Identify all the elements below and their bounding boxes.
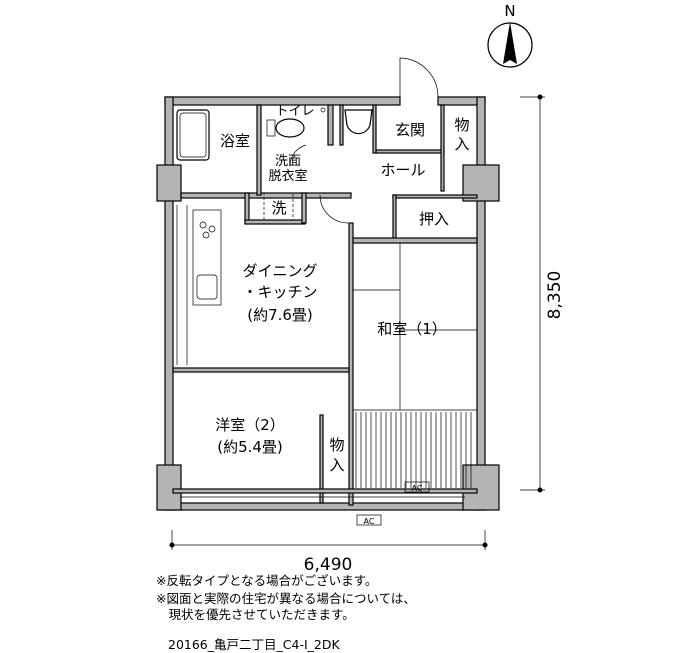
north-compass-icon: N (487, 2, 533, 68)
bathtub (176, 109, 210, 161)
outer-walls (156, 96, 500, 511)
toilet-fixture (266, 107, 326, 138)
ac-label-balcony: AC (412, 484, 423, 493)
room-label-washroom-1: 洗面 (275, 154, 301, 169)
room-label-closet: 押入 (419, 210, 449, 228)
storage-bottom-label-2: 入 (329, 456, 344, 474)
height-dimension-label: 8,350 (545, 271, 565, 320)
room-label-youshitsu: 洋室（2） (215, 416, 285, 434)
washer-label: 洗 (271, 199, 286, 217)
room-label-dk-2: ・キッチン (242, 283, 317, 301)
room-label-youshitsu-area: (約5.4畳) (217, 438, 283, 456)
storage-top-label-1: 物 (454, 116, 469, 134)
width-dimension: 6,490 (169, 530, 488, 575)
room-label-bath: 浴室 (220, 132, 250, 150)
room-label-hall: ホール (380, 161, 425, 179)
washitsu-tatami (353, 243, 477, 411)
shoe-cabinet (344, 109, 373, 135)
room-label-toilet: トイレ (275, 104, 314, 119)
room-label-entrance: 玄関 (395, 121, 425, 139)
floor-boards (355, 412, 472, 488)
note-2: ※図面と実際の住宅が異なる場合については、 (156, 591, 416, 606)
height-dimension: 8,350 (520, 94, 565, 493)
room-label-dk-1: ダイニング (242, 262, 317, 280)
dk-door (319, 194, 349, 224)
washer-space (263, 192, 294, 221)
storage-top-label-2: 入 (454, 135, 469, 153)
room-label-washroom-2: 脱衣室 (268, 168, 307, 184)
storage-bottom-label-1: 物 (329, 436, 344, 454)
kitchen-counter (176, 205, 222, 365)
entrance-door (399, 57, 439, 98)
ac-box-outside (356, 514, 382, 526)
plan-id: 20166_亀戸二丁目_C4-Ⅰ_2DK (168, 637, 340, 652)
compass-label: N (504, 2, 515, 20)
note-1: ※反転タイプとなる場合がございます。 (156, 573, 378, 588)
ac-label-outside: AC (364, 517, 375, 526)
interior-walls (172, 104, 478, 506)
note-3: 現状を優先させていただきます。 (156, 607, 355, 622)
width-dimension-label: 6,490 (304, 555, 353, 575)
room-label-dk-area: (約7.6畳) (247, 306, 313, 324)
ac-box-balcony (404, 481, 430, 493)
room-label-washitsu: 和室（1） (377, 320, 447, 338)
washroom-door (289, 144, 307, 166)
